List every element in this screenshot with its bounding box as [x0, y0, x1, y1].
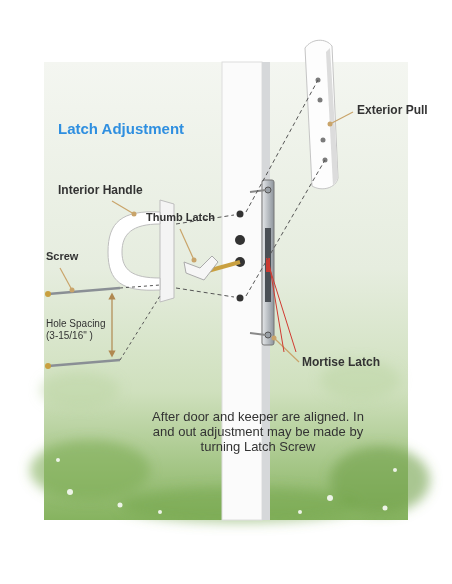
screw-head [45, 363, 51, 369]
screw-head [45, 291, 51, 297]
leader-dots [70, 122, 333, 341]
thumb-latch [184, 256, 218, 280]
part-name: Thumb Latch [146, 211, 215, 224]
part-name: Mortise Latch [302, 356, 380, 370]
diagram-title: Latch Adjustment [58, 120, 184, 137]
part-name: Screw [46, 250, 78, 263]
latch-slot [265, 228, 271, 302]
mortise-latch [262, 180, 274, 345]
exterior-pull-shade [326, 48, 338, 186]
dimension-line [111, 296, 112, 354]
adjustment-note: After door and keeper are aligned. In an… [140, 410, 376, 455]
screw [48, 288, 120, 294]
interior-handle [108, 212, 160, 290]
plate-screw-shaft [250, 333, 266, 335]
screw-alignment [120, 296, 160, 360]
latch-screw-pointer [269, 262, 296, 352]
part-name: Exterior Pull [357, 104, 428, 118]
pull-holes [316, 78, 328, 163]
stile-holes [235, 211, 245, 302]
dimension-label: Hole Spacing (3-15/16" ) [46, 318, 110, 341]
screw-alignment [120, 285, 160, 288]
screw [48, 360, 120, 366]
part-name: Interior Handle [58, 184, 143, 198]
alignment-lines [176, 80, 325, 297]
